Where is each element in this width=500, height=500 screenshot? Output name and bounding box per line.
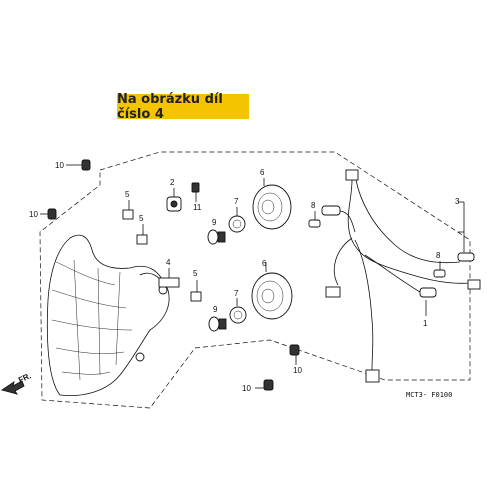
label-part-6b: 6 xyxy=(262,259,267,268)
label-part-9a: 9 xyxy=(212,218,217,227)
mount-tab xyxy=(135,352,145,362)
connector-part-8b: 8 xyxy=(433,251,446,278)
label-part-4: 4 xyxy=(166,258,171,267)
label-part-1: 1 xyxy=(423,319,428,328)
bulb-part-9a: 9 xyxy=(207,218,226,245)
cover-part-6b: 6 xyxy=(251,259,293,320)
diagram-reference-code: MCT3- F0100 xyxy=(406,391,452,399)
highlighted-part-4: 4 xyxy=(158,258,180,288)
label-part-10b: 10 xyxy=(29,210,38,219)
arrow-left-down-icon xyxy=(0,380,25,395)
screw-part-10b: 10 xyxy=(29,208,57,220)
label-part-6a: 6 xyxy=(260,168,265,177)
label-part-7a: 7 xyxy=(234,197,239,206)
clip-part-5b: 5 xyxy=(136,214,148,245)
label-part-5a: 5 xyxy=(125,190,130,199)
label-part-8a: 8 xyxy=(311,201,316,210)
connector-part-8a: 8 xyxy=(308,201,321,228)
label-part-10a: 10 xyxy=(55,161,64,170)
label-part-8b: 8 xyxy=(436,251,441,260)
clip-part-5c: 5 xyxy=(190,269,202,302)
label-part-11: 11 xyxy=(193,203,202,212)
headlight-housing xyxy=(46,234,170,396)
socket-part-7a: 7 xyxy=(228,197,246,233)
assembly-boundary xyxy=(39,151,471,409)
label-part-7b: 7 xyxy=(234,289,239,298)
wire-harness-part-1: 1 xyxy=(321,169,481,383)
front-direction-arrow: FR. xyxy=(0,371,33,395)
bolt-part-11: 11 xyxy=(191,182,202,212)
banner-text: Na obrázku díl číslo 4 xyxy=(117,91,223,122)
label-part-10c: 10 xyxy=(293,366,302,375)
leader-part-3: 3 xyxy=(455,197,465,252)
label-part-10d: 10 xyxy=(242,384,251,393)
label-part-2: 2 xyxy=(170,178,175,187)
front-arrow-label: FR. xyxy=(17,371,32,385)
screw-part-10a: 10 xyxy=(55,159,91,171)
bracket-part-2: 2 xyxy=(166,178,182,212)
label-part-9b: 9 xyxy=(213,305,218,314)
highlight-banner: Na obrázku díl číslo 4 xyxy=(117,91,249,122)
label-part-5c: 5 xyxy=(193,269,198,278)
label-part-3: 3 xyxy=(455,197,460,206)
screw-part-10d: 10 xyxy=(242,379,274,393)
label-part-5b: 5 xyxy=(139,214,144,223)
clip-part-5a: 5 xyxy=(122,190,134,220)
bulb-part-9b: 9 xyxy=(208,305,227,332)
socket-part-7b: 7 xyxy=(229,289,247,324)
screw-part-10c: 10 xyxy=(289,344,302,375)
cover-part-6a: 6 xyxy=(252,168,292,230)
